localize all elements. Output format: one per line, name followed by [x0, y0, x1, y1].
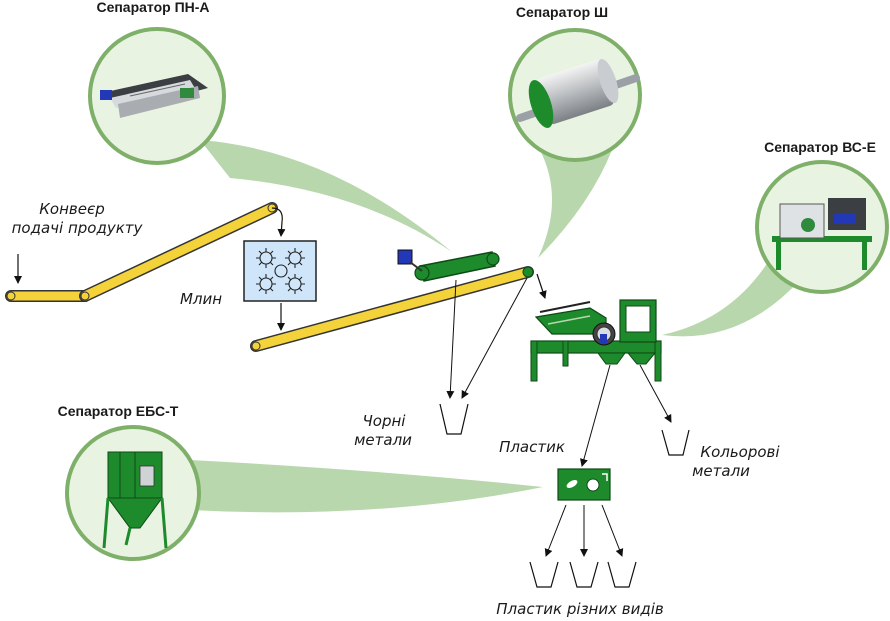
overband-magnet [397, 249, 500, 282]
plastic-flow-line [580, 364, 611, 467]
ferrous-line-1 [446, 279, 457, 399]
plastic-sort-line-3 [601, 504, 624, 557]
label-conveyor-2: подачі продукту [12, 219, 144, 237]
plastic-sort-line-1 [544, 504, 567, 557]
ferrous-line-2 [461, 277, 528, 399]
label-ferrous-1: Чорні [363, 412, 407, 430]
label-plastic: Пластик [499, 438, 565, 456]
separator-sh-photo [508, 28, 642, 162]
nonferrous-flow-line [639, 364, 672, 423]
callout-sh [538, 150, 612, 258]
mill [243, 240, 317, 302]
label-nonferrous-1: Кольорові [700, 443, 780, 461]
separator-pn-a-photo [88, 27, 226, 165]
title-separator-vs-e: Сепаратор ВС-Е [764, 139, 876, 155]
title-separator-sh: Сепаратор Ш [516, 4, 608, 20]
electrostatic-separator [557, 468, 611, 501]
eddy-current-separator [530, 299, 662, 382]
separator-vs-e-photo [755, 160, 889, 294]
title-separator-pn-a: Сепаратор ПН-А [96, 0, 209, 15]
main-conveyor [250, 266, 534, 352]
label-ferrous-2: метали [354, 431, 412, 449]
label-conveyor-1: Конвеєр [39, 200, 104, 218]
label-nonferrous-2: метали [692, 462, 750, 480]
conveyor-to-separator-arrow [536, 273, 547, 299]
plastic-bin-2 [569, 561, 599, 588]
callout-vs-e [662, 262, 800, 337]
conveyor-to-mill-arrow [271, 207, 286, 237]
label-plastic-types: Пластик різних видів [496, 600, 664, 618]
plastic-bin-3 [607, 561, 637, 588]
plastic-bin-1 [529, 561, 559, 588]
nonferrous-bin [661, 429, 690, 456]
callout-pn-a [200, 140, 452, 252]
separator-ebs-t-photo [65, 425, 201, 561]
ferrous-bin [439, 403, 469, 435]
title-separator-ebs-t: Сепаратор ЕБС-Т [58, 403, 179, 419]
label-mill: Млин [180, 290, 222, 308]
callout-ebs-t [190, 460, 543, 513]
